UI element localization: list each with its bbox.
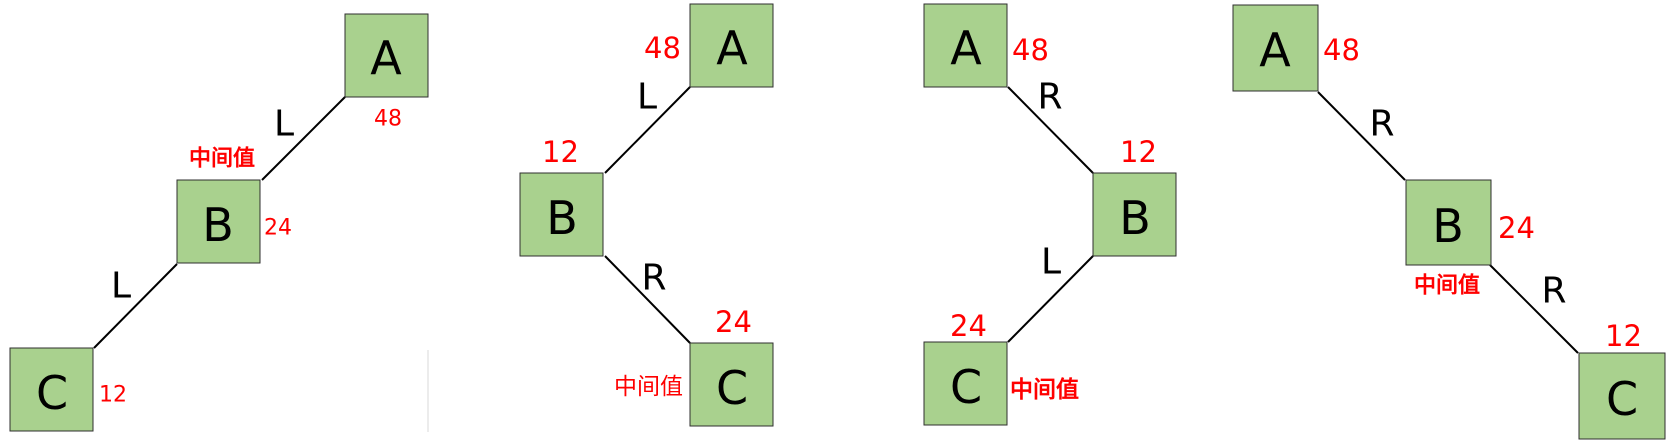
edge-b-c — [604, 255, 691, 344]
node-b-box — [519, 172, 604, 257]
node-a-letter: A — [1259, 23, 1291, 77]
node-b-letter: B — [1119, 191, 1151, 245]
node-c-value: 24 — [715, 305, 752, 339]
edge-label-b-c: R — [1541, 271, 1566, 312]
node-c: C — [1578, 352, 1666, 440]
node-a-box — [344, 13, 429, 98]
node-b: B — [519, 172, 604, 257]
node-c-value: 24 — [950, 309, 987, 343]
node-a-value: 48 — [1323, 33, 1360, 67]
node-b-box — [1092, 172, 1177, 257]
node-c: C — [689, 342, 774, 427]
node-a: A — [689, 3, 774, 88]
node-c: C — [9, 347, 94, 432]
diagram-rl: R L A 48 B 12 C 24 中间值 — [923, 3, 1177, 426]
middle-value-label: 中间值 — [189, 146, 255, 172]
edge-b-c — [1489, 264, 1579, 354]
node-a-letter: A — [370, 31, 402, 85]
node-b: B — [1092, 172, 1177, 257]
node-b-letter: B — [1432, 199, 1464, 253]
node-c-letter: C — [36, 366, 68, 420]
middle-value-label: 中间值 — [614, 374, 683, 400]
edge-a-b — [1317, 91, 1406, 181]
node-c-value: 12 — [1605, 319, 1642, 353]
diagram-rr: R R A 48 B 24 中间值 C 12 — [1232, 4, 1666, 440]
middle-value-label: 中间值 — [1414, 273, 1480, 299]
middle-value-label: 中间值 — [1010, 376, 1079, 403]
node-b-letter: B — [202, 198, 234, 252]
node-c-box — [9, 347, 94, 432]
node-c-letter: C — [950, 360, 982, 414]
edge-label-a-b: L — [274, 104, 294, 145]
node-b-value: 24 — [264, 216, 292, 241]
node-a-box — [689, 3, 774, 88]
node-c-letter: C — [716, 361, 748, 415]
edge-b-c — [1007, 255, 1094, 343]
node-a-value: 48 — [374, 107, 402, 132]
node-b-value: 12 — [1120, 135, 1157, 169]
edge-a-b — [604, 86, 691, 174]
diagram-lr: L R A 48 B 12 C 24 中间值 — [519, 3, 774, 427]
edge-a-b — [261, 96, 346, 181]
node-a-value: 48 — [644, 31, 681, 65]
node-b-box — [1405, 179, 1492, 266]
diagram-ll: L L A 48 B 24 中间值 C 12 — [9, 13, 429, 432]
node-b-value: 24 — [1498, 211, 1535, 245]
edge-b-c — [93, 263, 178, 349]
node-b: B — [176, 179, 261, 264]
node-b-value: 12 — [542, 135, 579, 169]
node-b-letter: B — [546, 191, 578, 245]
node-a-box — [923, 3, 1008, 88]
node-b-box — [176, 179, 261, 264]
node-c-value: 12 — [99, 383, 127, 408]
edge-label-b-c: R — [641, 258, 666, 299]
node-a-value: 48 — [1012, 33, 1049, 67]
edge-label-a-b: R — [1369, 104, 1394, 145]
node-a-letter: A — [716, 21, 748, 75]
node-a: A — [1232, 4, 1319, 92]
node-c-letter: C — [1606, 372, 1638, 426]
node-c: C — [923, 341, 1008, 426]
node-a-letter: A — [950, 21, 982, 75]
edge-label-a-b: R — [1037, 77, 1062, 118]
edge-label-b-c: L — [111, 266, 131, 307]
node-c-box — [1578, 352, 1666, 440]
edge-label-a-b: L — [637, 77, 657, 118]
node-c-box — [923, 341, 1008, 426]
node-c-box — [689, 342, 774, 427]
node-a: A — [923, 3, 1008, 88]
edge-label-b-c: L — [1041, 242, 1061, 283]
node-b: B — [1405, 179, 1492, 266]
node-a-box — [1232, 4, 1319, 92]
node-a: A — [344, 13, 429, 98]
edge-a-b — [1007, 86, 1094, 174]
